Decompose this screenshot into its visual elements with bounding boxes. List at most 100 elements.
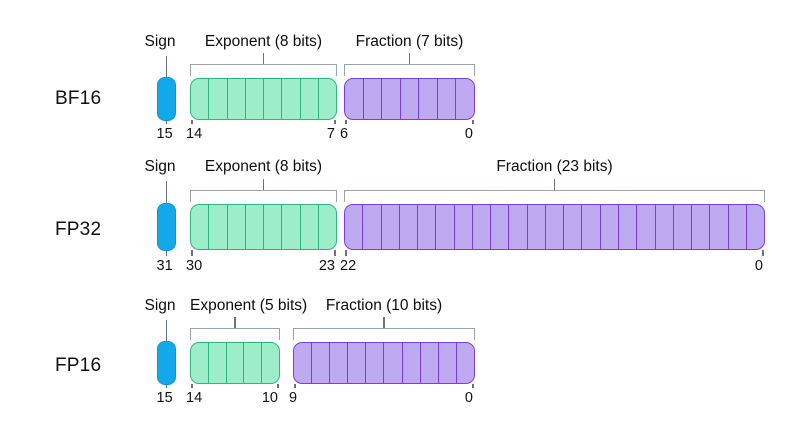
bit-number-fraction-lsb-fp32: 0 [754, 258, 763, 274]
sign-bit-bf16 [157, 77, 176, 121]
exponent-bit-cell [246, 205, 264, 249]
section-label-exponent-fp16: Exponent (5 bits) [190, 297, 308, 314]
fraction-block-fp16 [293, 342, 475, 384]
fraction-bracket-fp16 [293, 328, 475, 340]
bit-number-exponent-msb-fp16: 14 [186, 390, 203, 406]
fraction-bit-cell [401, 79, 420, 119]
exponent-lsb-tick-fp16 [277, 384, 279, 388]
exponent-bit-cell [282, 79, 301, 119]
fraction-lsb-tick-fp16 [472, 384, 474, 388]
exponent-bit-cell [319, 79, 336, 119]
fraction-bit-cell [403, 343, 421, 383]
fraction-bit-cell [637, 205, 656, 249]
fraction-bit-cell [456, 79, 474, 119]
sign-leader-tick-bottom-bf16 [165, 121, 168, 124]
fraction-bit-cell [491, 205, 510, 249]
fraction-block-bf16 [344, 78, 475, 120]
fraction-lsb-tick-fp32 [762, 250, 764, 256]
fraction-bracket-bf16 [344, 64, 475, 76]
bit-number-fraction-msb-bf16: 6 [340, 126, 349, 142]
fraction-bracket-stem-fp16 [383, 317, 385, 328]
sign-leader-tick-top-bf16 [165, 56, 168, 77]
fraction-bit-cell [345, 79, 364, 119]
fraction-bit-cell [438, 79, 457, 119]
row-label-fp32: FP32 [55, 219, 102, 240]
section-label-sign-fp32: Sign [144, 158, 176, 175]
exponent-bit-cell [246, 79, 264, 119]
exponent-bit-cell [262, 343, 279, 383]
fraction-bit-cell [348, 343, 367, 383]
exponent-bit-cell [264, 79, 283, 119]
exponent-bit-cell [191, 343, 209, 383]
bit-number-exponent-lsb-bf16: 7 [326, 126, 335, 142]
fraction-bit-cell [710, 205, 729, 249]
fraction-bracket-fp32 [344, 190, 765, 202]
fraction-bracket-stem-bf16 [408, 53, 411, 64]
fraction-bit-cell [619, 205, 638, 249]
exponent-bit-cell [228, 205, 246, 249]
fraction-msb-tick-fp16 [294, 384, 296, 388]
section-label-exponent-bf16: Exponent (8 bits) [204, 33, 323, 50]
fraction-bit-cell [421, 343, 439, 383]
fraction-bit-cell [674, 205, 693, 249]
fraction-bit-cell [363, 205, 382, 249]
fraction-bit-cell [382, 205, 400, 249]
fraction-bit-cell [528, 205, 546, 249]
fraction-bit-cell [473, 205, 492, 249]
fraction-bit-cell [382, 79, 401, 119]
exponent-msb-tick-fp16 [191, 384, 193, 388]
fraction-bit-cell [418, 205, 437, 249]
exponent-bracket-bf16 [190, 64, 337, 76]
exponent-bracket-stem-bf16 [262, 53, 265, 64]
exponent-bracket-fp16 [190, 328, 280, 340]
section-label-sign-fp16: Sign [144, 297, 176, 314]
exponent-bit-cell [282, 205, 301, 249]
bit-number-sign-fp32: 31 [156, 258, 173, 274]
row-label-bf16: BF16 [55, 88, 102, 109]
exponent-bit-cell [244, 343, 263, 383]
bit-number-sign-bf16: 15 [156, 126, 173, 142]
exponent-msb-tick-fp32 [191, 250, 193, 256]
fraction-bit-cell [436, 205, 455, 249]
fraction-bit-cell [564, 205, 583, 249]
sign-bit-fp32 [157, 203, 176, 251]
exponent-bit-cell [228, 79, 246, 119]
exponent-bit-cell [301, 79, 319, 119]
fraction-bracket-stem-fp32 [553, 179, 556, 190]
section-label-exponent-fp32: Exponent (8 bits) [204, 158, 323, 175]
bit-number-fraction-lsb-bf16: 0 [464, 126, 473, 142]
exponent-bit-cell [209, 343, 227, 383]
fraction-bit-cell [601, 205, 619, 249]
fraction-bit-cell [656, 205, 674, 249]
exponent-block-fp32 [190, 204, 337, 250]
exponent-bit-cell [209, 205, 228, 249]
fraction-bit-cell [747, 205, 764, 249]
bit-number-sign-fp16: 15 [156, 390, 173, 406]
sign-bit-fp16 [157, 341, 176, 385]
bit-number-fraction-msb-fp16: 9 [289, 390, 298, 406]
exponent-bracket-fp32 [190, 190, 337, 202]
fraction-bit-cell [345, 205, 364, 249]
exponent-block-bf16 [190, 78, 337, 120]
sign-leader-tick-top-fp32 [165, 181, 168, 203]
exponent-bracket-stem-fp32 [262, 179, 265, 190]
row-label-fp16: FP16 [55, 355, 102, 376]
exponent-bit-cell [227, 343, 245, 383]
fraction-bit-cell [455, 205, 473, 249]
bit-number-fraction-msb-fp32: 22 [340, 258, 357, 274]
bit-number-exponent-lsb-fp16: 10 [261, 390, 278, 406]
fraction-bit-cell [312, 343, 331, 383]
section-label-sign-bf16: Sign [144, 33, 176, 50]
fraction-bit-cell [729, 205, 747, 249]
bit-number-fraction-lsb-fp16: 0 [464, 390, 473, 406]
fraction-block-fp32 [344, 204, 765, 250]
fraction-bit-cell [546, 205, 565, 249]
exponent-bracket-stem-fp16 [234, 317, 236, 328]
fraction-bit-cell [384, 343, 403, 383]
exponent-bit-cell [319, 205, 336, 249]
bit-number-exponent-lsb-fp32: 23 [318, 258, 335, 274]
fraction-bit-cell [294, 343, 313, 383]
section-label-fraction-fp16: Fraction (10 bits) [325, 297, 443, 314]
fraction-bit-cell [582, 205, 601, 249]
